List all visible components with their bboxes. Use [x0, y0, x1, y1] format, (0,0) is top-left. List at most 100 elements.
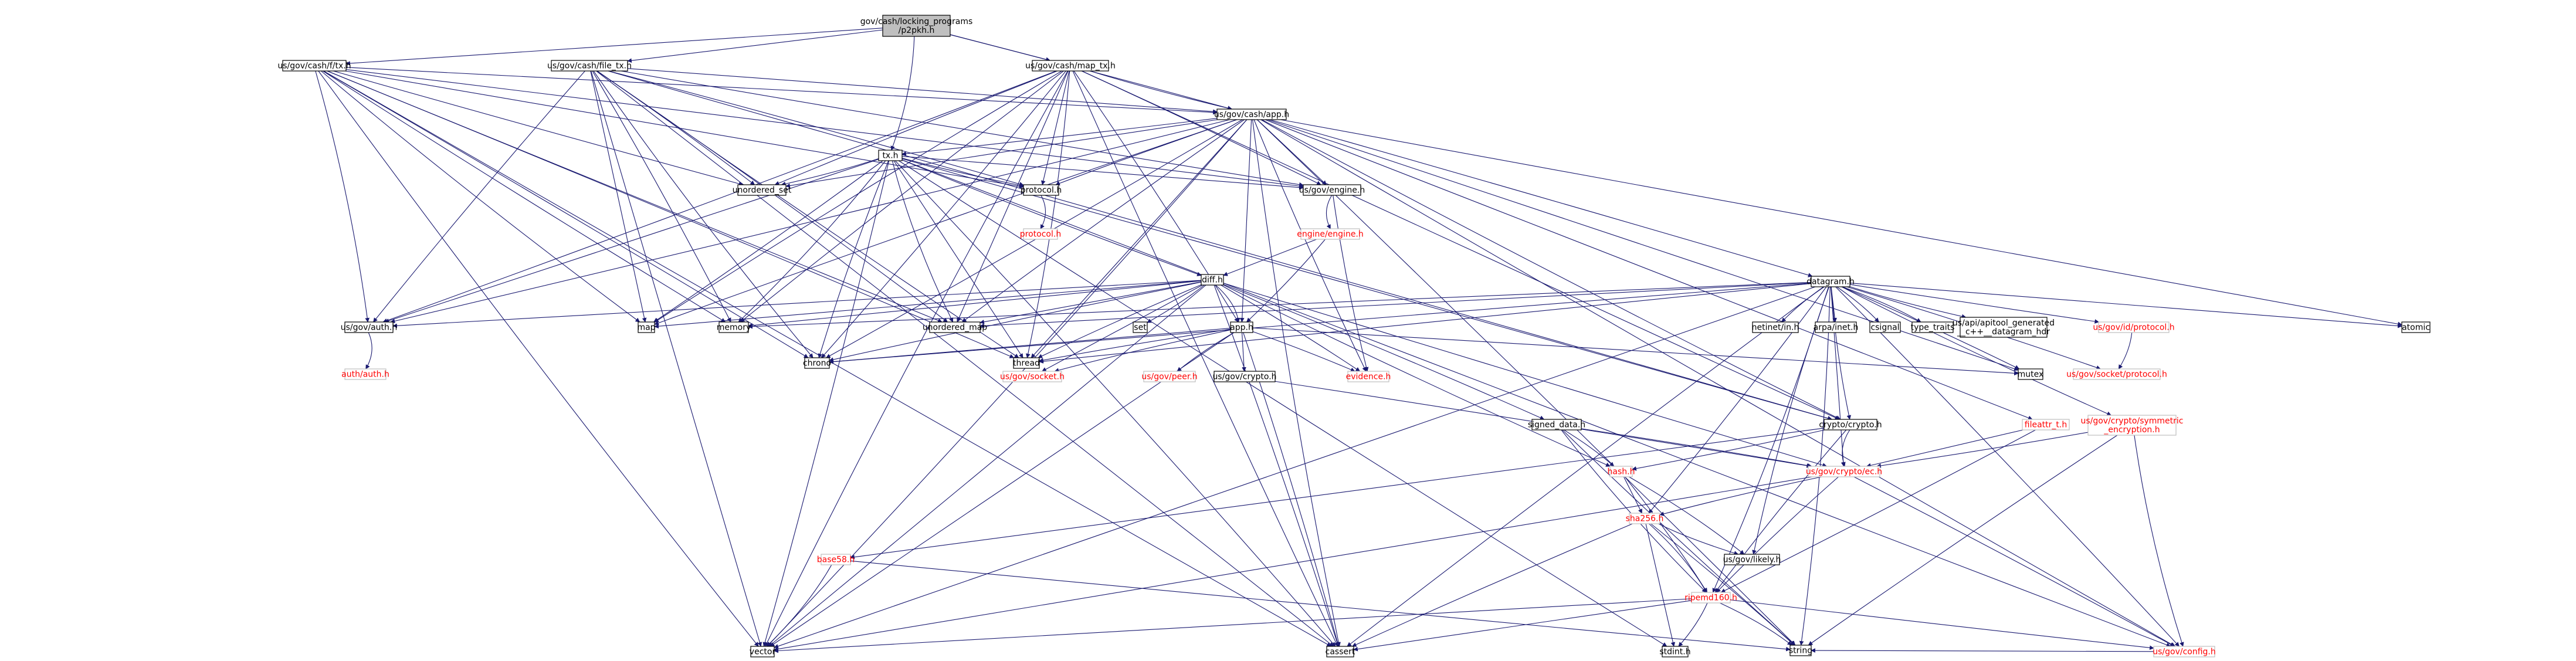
- edge-protocol-to-protocolr: [1040, 195, 1046, 229]
- edge-diff-to-socket: [1042, 284, 1203, 372]
- node-likely[interactable]: us/gov/likely.h: [1723, 554, 1781, 565]
- node-cassert[interactable]: cassert: [1326, 646, 1355, 657]
- node-chrono[interactable]: chrono: [803, 357, 831, 369]
- node-ec[interactable]: us/gov/crypto/ec.h: [1806, 466, 1882, 477]
- node-mutex-label: mutex: [2018, 370, 2044, 379]
- edge-datagram-to-typetraits: [1842, 286, 1921, 323]
- edge-sha256-to-stdint: [1645, 523, 1676, 647]
- edge-filestat-to-ec: [1866, 429, 2023, 468]
- node-engine[interactable]: us/gov/engine.h: [1299, 184, 1365, 196]
- edge-cashapp-to-umap: [961, 119, 1245, 323]
- node-likely-box: [1724, 554, 1780, 565]
- node-base58[interactable]: base58.h: [817, 554, 855, 565]
- edge-filetx-to-engine: [621, 70, 1304, 187]
- node-sha256[interactable]: sha256.h: [1626, 513, 1664, 524]
- node-stdint-box: [1662, 646, 1689, 657]
- edge-datagram-to-cryptocrypto: [1831, 286, 1852, 420]
- node-map[interactable]: map: [637, 321, 656, 333]
- edge-diff-to-thread: [1038, 284, 1202, 358]
- edge-cryptocrypto-to-base58: [850, 428, 1825, 560]
- node-typetraits-box: [1911, 321, 1954, 333]
- edge-diff-to-signeddata: [1223, 284, 1545, 420]
- edge-filetx-to-protocol: [608, 70, 1024, 187]
- node-root-label: /p2pkh.h: [899, 26, 935, 35]
- node-hash[interactable]: hash.h: [1608, 466, 1635, 477]
- edge-ripemd-to-string: [1720, 602, 1792, 646]
- node-vector[interactable]: vector: [750, 646, 776, 657]
- node-map-label: map: [637, 323, 655, 333]
- node-rtx[interactable]: us/gov/cash/f/tx.h: [277, 60, 351, 72]
- edge-rtx-to-engine: [345, 69, 1304, 188]
- node-set[interactable]: set: [1133, 321, 1148, 333]
- node-sockprotocol[interactable]: us/gov/socket/protocol.h: [2066, 368, 2167, 380]
- node-evidence[interactable]: evidence.h: [1346, 371, 1391, 382]
- node-diff[interactable]: diff.h: [1201, 274, 1224, 286]
- node-auth-box: [344, 321, 394, 333]
- node-idprotocol[interactable]: us/gov/id/protocol.h: [2093, 321, 2175, 333]
- node-protocol-box: [1023, 184, 1059, 196]
- node-filestat[interactable]: fileattr_t.h: [2022, 419, 2070, 431]
- node-govcrypto[interactable]: us/gov/crypto.h: [1212, 371, 1277, 382]
- edge-maptx-to-cassert: [1072, 70, 1338, 647]
- edge-datagram-to-sha256: [1648, 286, 1827, 514]
- node-apph[interactable]: app.h: [1230, 321, 1253, 333]
- node-config[interactable]: us/gov/config.h: [2153, 646, 2216, 657]
- node-peer[interactable]: us/gov/peer.h: [1141, 371, 1198, 382]
- edge-filetx-to-memory: [592, 70, 731, 323]
- edge-maptx-to-cashapp: [1090, 70, 1233, 111]
- node-umap-box: [929, 321, 981, 333]
- node-string[interactable]: string: [1789, 645, 1812, 656]
- node-filestat-label: fileattr_t.h: [2025, 421, 2067, 430]
- edge-cashapp-to-config: [1260, 119, 2176, 647]
- edge-hash-to-sha256: [1623, 476, 1642, 514]
- node-apitool[interactable]: us/api/apitool_generated__c++__datagram_…: [1953, 317, 2055, 338]
- node-datagram[interactable]: datagram.h: [1806, 276, 1855, 287]
- node-atomic[interactable]: atomic: [2401, 321, 2431, 333]
- node-cashapp[interactable]: us/gov/cash/app.h: [1214, 109, 1289, 120]
- edge-maptx-to-protocol: [1040, 70, 1070, 185]
- node-authauth[interactable]: auth/auth.h: [341, 368, 389, 380]
- node-stdint[interactable]: stdint.h: [1659, 646, 1691, 657]
- edge-txh-to-uset: [781, 158, 879, 187]
- edge-txh-to-cassert: [894, 160, 1336, 647]
- node-datagram-box: [1811, 276, 1850, 287]
- edge-rtx-to-auth: [315, 70, 370, 323]
- node-atomic-box: [2401, 321, 2431, 333]
- node-netinet-box: [1752, 321, 1799, 333]
- edge-root-to-txh: [890, 36, 915, 151]
- node-csignal[interactable]: csignal: [1869, 321, 1901, 333]
- node-signeddata[interactable]: signed_data.h: [1528, 419, 1585, 431]
- edge-cashapp-to-uset: [785, 119, 1218, 188]
- edge-ripemd-to-stdint: [1678, 602, 1708, 647]
- node-symenc[interactable]: us/gov/crypto/symmetric_encryption.h: [2080, 415, 2184, 436]
- node-txh[interactable]: tx.h: [878, 150, 903, 161]
- node-filetx[interactable]: us/gov/cash/file_tx.h: [547, 60, 632, 72]
- node-maptx[interactable]: us/gov/cash/map_tx.h: [1025, 60, 1116, 72]
- edge-apph-to-evidence: [1252, 331, 1355, 372]
- edge-sha256-to-ripemd: [1649, 523, 1707, 593]
- edge-cashapp-to-vector: [767, 119, 1248, 647]
- node-thread[interactable]: thread: [1013, 357, 1040, 369]
- edge-hash-to-ripemd: [1624, 476, 1708, 593]
- node-typetraits[interactable]: type_traits: [1911, 321, 1955, 333]
- node-protocol[interactable]: protocol.h: [1021, 184, 1062, 196]
- edge-txh-to-auth: [384, 159, 879, 323]
- edge-root-to-filetx: [627, 29, 883, 63]
- node-memory[interactable]: memory: [717, 321, 751, 333]
- node-uset[interactable]: unordered_set: [733, 184, 792, 196]
- node-netinet[interactable]: netinet/in.h: [1752, 321, 1799, 333]
- edge-ec-to-ripemd: [1716, 476, 1839, 593]
- node-auth[interactable]: us/gov/auth.h: [341, 321, 397, 333]
- node-cashapp-box: [1216, 109, 1287, 120]
- node-socket[interactable]: us/gov/socket.h: [1000, 371, 1065, 382]
- node-engineeng[interactable]: engine/engine.h: [1297, 228, 1364, 240]
- edge-diff-to-cassert: [1214, 284, 1340, 647]
- node-cryptocrypto[interactable]: crypto/crypto.h: [1819, 419, 1882, 431]
- edge-ec-to-vector: [774, 476, 1813, 652]
- edge-datagram-to-chrono: [829, 283, 1812, 364]
- node-ripemd[interactable]: ripemd160.h: [1684, 592, 1737, 604]
- node-mutex[interactable]: mutex: [2018, 368, 2044, 380]
- node-arpa[interactable]: arpa/inet.h: [1814, 321, 1859, 333]
- node-protocolr[interactable]: protocol.h: [1020, 228, 1061, 240]
- node-umap[interactable]: unordered_map: [923, 321, 987, 333]
